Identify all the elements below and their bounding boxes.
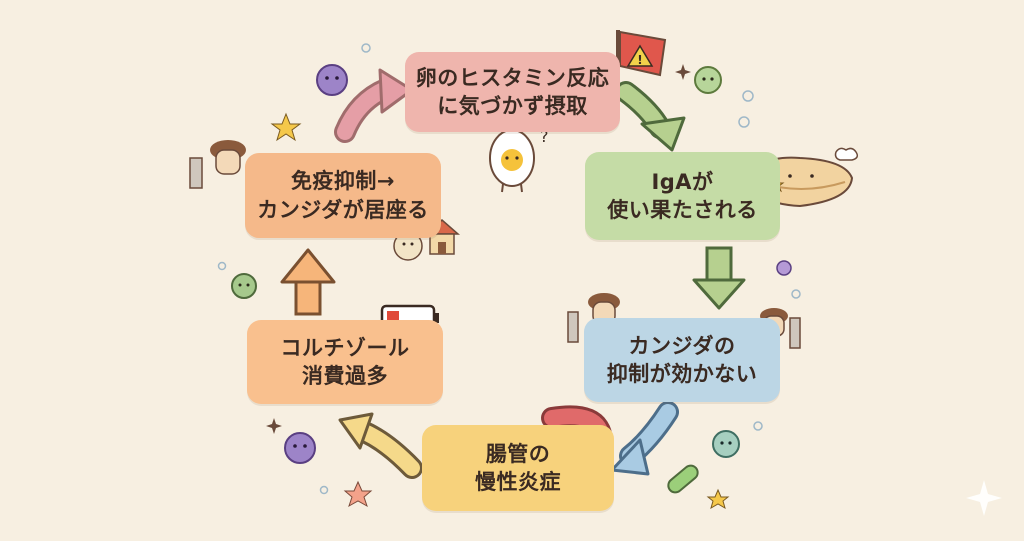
step-3-line-2: 抑制が効かない: [606, 362, 758, 386]
step-1-line-1: 卵のヒスタミン反応: [415, 65, 610, 90]
step-4-box: 腸管の 慢性炎症: [422, 425, 614, 511]
arrow-4-to-5: [338, 412, 423, 479]
step-4-line-1: 腸管の: [485, 441, 551, 466]
egg-question-mark: ?: [540, 127, 549, 146]
step-5-line-1: コルチゾール: [280, 335, 410, 360]
step-5-box: コルチゾール 消費過多: [247, 320, 443, 404]
germ-icon: [231, 64, 792, 494]
arrow-5-to-6: [280, 248, 336, 316]
step-2-line-1: IgAが: [651, 169, 714, 194]
star-icon: [270, 112, 785, 510]
step-1-line-2: に気づかず摂取: [437, 94, 588, 118]
step-6-box: 免疫抑制→ カンジダが居座る: [245, 153, 441, 238]
arrow-3-to-4: [610, 401, 679, 476]
step-3-box: カンジダの 抑制が効かない: [584, 318, 780, 402]
step-2-box: IgAが 使い果たされる: [585, 152, 780, 240]
arrow-1-to-2: [615, 81, 686, 152]
arrow-2-to-3: [692, 246, 746, 310]
arrow-6-to-1: [334, 68, 414, 143]
sparkle-icon: [217, 43, 1002, 516]
step-5-line-2: 消費過多: [302, 364, 388, 388]
warning-flag-symbol: !: [637, 53, 642, 67]
step-6-line-1: 免疫抑制→: [290, 169, 396, 194]
egg-icon: [489, 129, 535, 193]
step-4-line-2: 慢性炎症: [475, 470, 561, 494]
step-6-line-2: カンジダが居座る: [257, 197, 429, 222]
step-3-line-1: カンジダの: [628, 333, 736, 358]
step-2-line-2: 使い果たされる: [607, 198, 758, 222]
step-1-box: 卵のヒスタミン反応 に気づかず摂取: [405, 52, 620, 132]
